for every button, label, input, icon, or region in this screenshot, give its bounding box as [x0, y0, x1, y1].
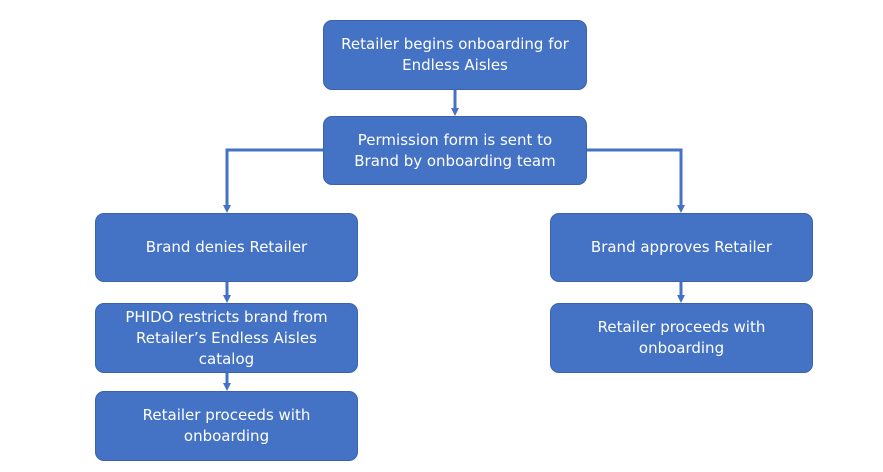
node-start: Retailer begins onboarding for Endless A… [323, 20, 587, 90]
node-label: Brand denies Retailer [145, 238, 308, 256]
node-deny: Brand denies Retailer [95, 213, 358, 282]
node-label: Permission form is sent to Brand by onbo… [354, 130, 556, 170]
node-proceed-left: Retailer proceeds with onboarding [95, 391, 358, 461]
node-label: Retailer proceeds with onboarding [597, 318, 766, 357]
node-approve: Brand approves Retailer [550, 213, 813, 282]
node-label: Brand approves Retailer [590, 238, 773, 256]
node-proceed-right: Retailer proceeds with onboarding [550, 303, 813, 373]
node-label: PHIDO restricts brand from Retailer’s En… [125, 307, 328, 368]
edge-permission-approve [587, 148, 685, 213]
node-permission: Permission form is sent to Brand by onbo… [323, 116, 587, 185]
node-label: Retailer proceeds with onboarding [142, 406, 311, 445]
node-restrict: PHIDO restricts brand from Retailer’s En… [95, 303, 358, 373]
edge-permission-deny [223, 148, 323, 213]
node-label: Retailer begins onboarding for Endless A… [341, 35, 569, 74]
